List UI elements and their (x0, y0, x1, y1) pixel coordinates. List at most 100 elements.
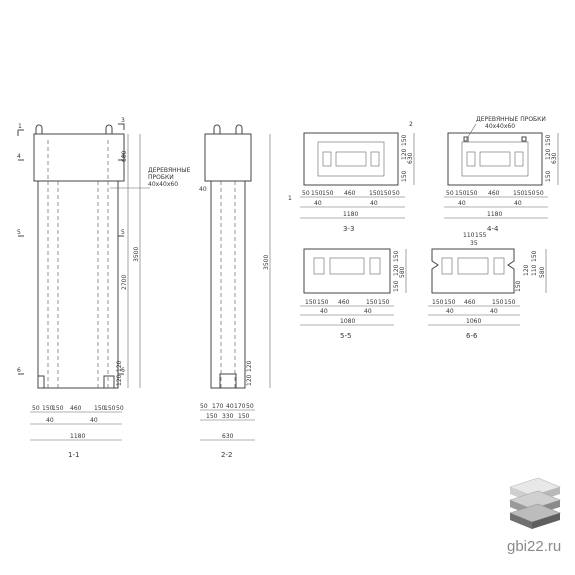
dim-height: 3500 (263, 255, 270, 270)
dim: 50 (116, 405, 124, 412)
view-caption: 2-2 (221, 451, 232, 459)
dim: 40 (490, 308, 498, 315)
view-caption: 5-5 (340, 332, 351, 340)
site-name[interactable]: gbi22.ru (507, 538, 562, 555)
view-caption: 3-3 (343, 225, 354, 233)
dim: 150 (515, 280, 522, 292)
note-size: 40x40x60 (485, 123, 515, 130)
dim: 50 (446, 190, 454, 197)
dim: 150 (466, 190, 478, 197)
dim: 50 (302, 190, 310, 197)
dim: 460 (70, 405, 82, 412)
column-body (37, 180, 119, 389)
dim: 150 (369, 190, 381, 197)
note-wooden-plugs: ДЕРЕВЯННЫЕ ПРОБКИ (476, 116, 546, 123)
section-mark: 6 (17, 367, 21, 374)
dim: 150 (401, 170, 408, 182)
dim: 170 (212, 403, 224, 410)
dim: 155 (475, 232, 487, 239)
dim: 150 (492, 299, 504, 306)
dim: 150 (455, 190, 467, 197)
section-mark: 4 (17, 153, 21, 160)
dim: 150 (322, 190, 334, 197)
view-6-6: 150 150 460 150 150 40 40 1060 110 155 3… (428, 232, 547, 340)
dim: 150 (317, 299, 329, 306)
note-plugs: ПРОБКИ (148, 174, 174, 181)
dim: 150 (504, 299, 516, 306)
dim: 150 (444, 299, 456, 306)
view-3-3: 50 150 150 460 150 150 50 40 40 1180 630… (288, 121, 415, 233)
dim: 35 (470, 240, 478, 247)
dim: 110 (531, 264, 538, 276)
dim: 40 (364, 308, 372, 315)
dim: 150 (380, 190, 392, 197)
dim: 120 (393, 264, 400, 276)
dim: 150 (531, 250, 538, 262)
dim-width: 1180 (343, 211, 358, 218)
dim-height: 580 (399, 266, 406, 278)
dim: 40 (320, 308, 328, 315)
dim-height: 630 (407, 152, 414, 164)
view-4-4: ДЕРЕВЯННЫЕ ПРОБКИ 40x40x60 50 150 150 46… (444, 116, 559, 233)
dim: 150 (545, 170, 552, 182)
dim-side: 120 (116, 360, 123, 372)
dim: 150 (378, 299, 390, 306)
top-block (33, 133, 125, 182)
dim: 460 (344, 190, 356, 197)
lifting-loop (35, 124, 43, 134)
dim: 150 (52, 405, 64, 412)
core-void (335, 151, 367, 167)
block-outline (431, 248, 515, 294)
dim: 50 (536, 190, 544, 197)
dim: 150 (393, 250, 400, 262)
dim-width: 1060 (466, 318, 481, 325)
dim: 150 (513, 190, 525, 197)
dim-height: 3500 (133, 247, 140, 262)
dim: 150 (305, 299, 317, 306)
dim: 150 (238, 413, 250, 420)
dim: 150 (524, 190, 536, 197)
lifting-loop (105, 124, 113, 134)
dim: 50 (246, 403, 254, 410)
dim: 120 (545, 148, 552, 160)
dim: 40 (199, 186, 207, 193)
view-2-2: 3500 120 120 40 50 170 40 170 50 150 330… (199, 124, 271, 459)
dim: 150 (432, 299, 444, 306)
wooden-plug (463, 136, 469, 142)
view-caption: 1-1 (68, 451, 79, 459)
dim: 460 (488, 190, 500, 197)
section-mark: 1 (18, 123, 22, 130)
section-mark: 4 (121, 153, 125, 160)
dim: 50 (32, 405, 40, 412)
dim: 150 (104, 405, 116, 412)
section-mark: 5 (121, 229, 125, 236)
dim: 40 (370, 200, 378, 207)
dim-height: 630 (551, 152, 558, 164)
dim: 120 (401, 148, 408, 160)
bottom-cutout (103, 375, 115, 388)
section-mark: 1 (288, 195, 292, 202)
dim-width: 1180 (487, 211, 502, 218)
dim-width: 630 (222, 433, 234, 440)
bottom-cutout (37, 375, 45, 388)
view-1-1: 1 4 5 6 5 6 4 3 3500 2700 600 120 120 ДЕ… (17, 117, 190, 459)
section-mark: 3 (121, 117, 125, 124)
view-caption: 6-6 (466, 332, 478, 340)
dim: 40 (514, 200, 522, 207)
dim: 50 (392, 190, 400, 197)
dim: 150 (206, 413, 218, 420)
dim-inner-height: 2700 (121, 275, 128, 290)
dim: 120 (246, 374, 253, 386)
dim: 150 (545, 134, 552, 146)
dim: 120 (523, 264, 530, 276)
dim: 50 (200, 403, 208, 410)
dim-width: 1180 (70, 433, 85, 440)
brand-logo-icon (509, 477, 561, 529)
section-mark: 2 (409, 121, 413, 128)
dim-side: 120 (116, 374, 123, 386)
dim-height: 580 (539, 266, 546, 278)
dim: 150 (311, 190, 323, 197)
dim: 40 (46, 417, 54, 424)
dim-top: 600 (121, 150, 128, 162)
